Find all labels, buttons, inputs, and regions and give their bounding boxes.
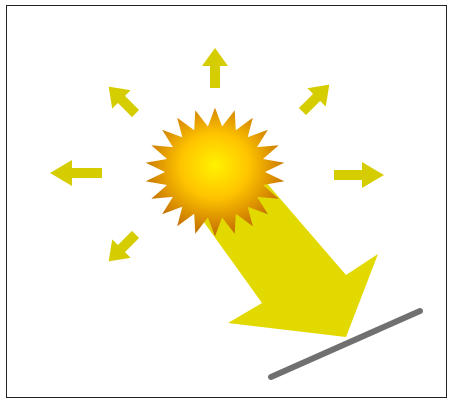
radiation-arrow-icon xyxy=(202,48,228,88)
radiation-arrow-icon xyxy=(50,160,102,186)
radiation-arrow-icon xyxy=(293,75,338,120)
radiation-arrow-icon xyxy=(99,225,144,270)
radiation-arrow-icon xyxy=(99,77,144,122)
radiation-arrow-icon xyxy=(334,162,384,188)
